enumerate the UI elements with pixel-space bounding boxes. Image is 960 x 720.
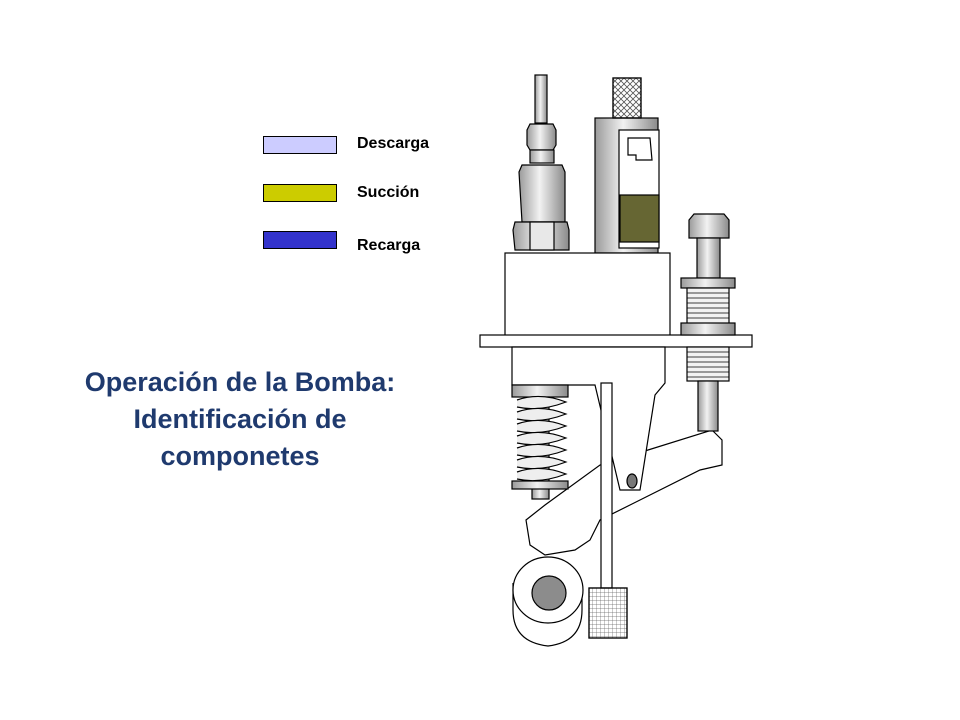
oil-chamber	[619, 194, 660, 243]
line-connector-body	[518, 164, 566, 223]
knurled-knob	[612, 77, 642, 119]
adjust-screw-shank	[696, 237, 721, 279]
title-line-2: Identificación de	[133, 404, 347, 434]
page-title: Operación de la Bomba: Identificación de…	[30, 364, 450, 475]
line-nut-upper	[526, 123, 557, 151]
line-collar	[529, 149, 555, 164]
title-line-3: componetes	[160, 441, 320, 471]
line-nut-face	[529, 221, 555, 251]
legend-label-recarga: Recarga	[357, 237, 421, 254]
adjust-screw-tip	[697, 380, 719, 432]
legend-swatch-descarga	[263, 136, 337, 154]
title-line-1: Operación de la Bomba:	[84, 367, 396, 397]
adjust-nut-lower	[680, 322, 736, 336]
legend-swatch-succion	[263, 184, 337, 202]
mounting-flange	[479, 334, 753, 348]
legend-swatch-recarga	[263, 231, 337, 249]
adjust-screw-head	[688, 213, 730, 239]
cam-roller	[512, 556, 584, 647]
knob-outline	[612, 77, 642, 119]
screw-threads	[687, 292, 729, 378]
inlet-strainer	[588, 587, 628, 639]
pump-body	[504, 252, 671, 337]
return-spring	[511, 384, 569, 500]
adjust-nut-upper	[680, 277, 736, 289]
adjust-thread-lower	[686, 346, 730, 382]
window-port	[627, 137, 653, 161]
legend-label-succion: Succión	[357, 184, 420, 201]
roller-axle	[531, 575, 567, 611]
legend-label-descarga: Descarga	[357, 135, 430, 152]
fuel-line-tube	[534, 74, 548, 124]
pivot-hole	[626, 473, 638, 489]
plunger-rod	[588, 382, 628, 639]
